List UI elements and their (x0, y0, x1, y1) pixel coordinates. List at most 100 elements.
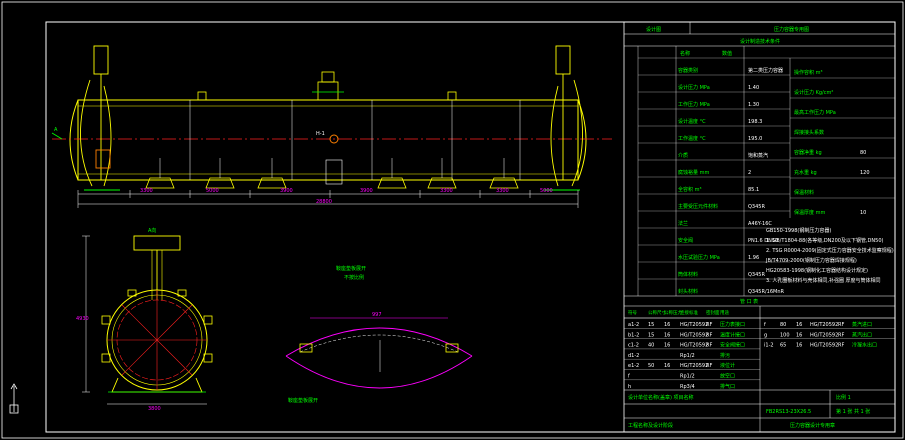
tb-nozzle-cell: 温度计接口 (720, 331, 745, 338)
tb-col-value: 数值 (722, 50, 732, 57)
tb-col-name: 名称 (680, 50, 690, 57)
tb-nozzle-cell: RF (706, 332, 712, 338)
section-view: A向 (76, 227, 213, 412)
tb-nozzle-cell: 16 (796, 332, 802, 338)
drawing-border (45, 21, 896, 433)
tb-left-value: 85.1 (748, 187, 759, 193)
tb-nozzle-cell: RF (838, 343, 844, 349)
tb-nozzle-cell: b1-2 (628, 332, 639, 338)
detail-caption: 鞍座垫板展开 (288, 397, 318, 404)
tb-nozzle-cell: Rp1/2 (680, 374, 695, 380)
tb-top-right: 压力容器专用图 (774, 26, 809, 33)
left-door-davit (80, 45, 120, 191)
tb-standard-line: HG20583-1998(钢制化工容器结构设计规定) (766, 267, 868, 274)
tb-left-label: 主要受压元件材料 (678, 203, 718, 210)
dim-seg-2: 5000 (206, 188, 219, 194)
tb-nozzle-cell: HG/T20592 (680, 363, 708, 369)
center-mark-label: H-1 (316, 131, 325, 137)
tb-nozzle-cell: 16 (796, 343, 802, 349)
tb-nozzle-cell: 15 (648, 332, 654, 338)
section-height-dim: 4930 (76, 316, 89, 322)
tb-nozzle-cell: c1-2 (628, 343, 639, 349)
tb-left-label: 腐蚀裕量 mm (678, 169, 709, 176)
tb-left-value: Q345R (748, 272, 765, 278)
tb-left-label: 水压试验压力 MPa (678, 254, 720, 261)
tb-nozzle-cell: 16 (796, 322, 802, 328)
tb-footer-left: 设计单位名称(盖章) 项目名称 (628, 394, 694, 401)
saddle-supports (145, 177, 519, 189)
tb-nozzle-cell: g (764, 332, 767, 338)
tb-nozzle-cell: 冷凝水出口 (852, 342, 877, 349)
tb-nozzle-cell: 50 (648, 363, 654, 369)
tb-nozzle-cell: HG/T20592 (810, 322, 838, 328)
dimension-lines (77, 190, 579, 208)
dim-overall: 28800 (316, 199, 332, 205)
tb-nozzle-cell: d1-2 (628, 353, 639, 359)
tb-nozzle-cell: h (628, 384, 631, 390)
tb-nozzle-cell: 15 (648, 322, 654, 328)
tb-right-label: 操作容积 m³ (794, 69, 822, 76)
right-door-davit (544, 45, 583, 191)
tb-standard-line: 1. GB/T1804-88(各等级,DN200及以下钢管,DN50) (766, 237, 884, 244)
tb-right-label: 保温材料 (794, 189, 814, 196)
tb-footer-drawing-no: FB2RS13-23X26.5 (766, 409, 811, 415)
tb-left-value: 1.40 (748, 85, 759, 91)
tb-right-label: 保温厚度 mm (794, 209, 825, 216)
tb-nozzle-cell: 安全阀接口 (720, 342, 745, 349)
tb-nozzle-cell: HG/T20592 (810, 332, 838, 338)
detail-width-dim: 997 (372, 312, 382, 318)
tb-nozzle-col: 密封面 (706, 309, 720, 316)
tb-footer-sheet: 第 1 张 共 1 张 (836, 408, 870, 415)
tb-left-label: 工作温度 °C (678, 135, 706, 142)
tb-nozzle-cell: f (764, 322, 766, 328)
tb-nozzle-cell: 16 (664, 343, 670, 349)
tb-header: 设计制造技术条件 (740, 38, 780, 45)
detail-subtitle: 不按比例 (344, 274, 364, 281)
section-width-dim: 3800 (148, 406, 161, 412)
tb-nozzle-cell: 放空口 (720, 373, 735, 380)
tb-nozzle-cell: 蒸汽出口 (852, 331, 872, 338)
tb-standard-line: JB/T4709-2000(钢制压力容器焊接规程) (765, 257, 857, 264)
tb-nozzle-col: 公称压力 (664, 309, 682, 316)
title-block: 设计图 压力容器专用图 设计制造技术条件 名称 数值 容器类别第二类压力容器设计… (623, 21, 896, 433)
tb-nozzle-cell: i1-2 (764, 343, 774, 349)
tb-right-label: 焊接接头系数 (794, 129, 824, 136)
detail-title: 鞍座垫板展开 (336, 265, 366, 272)
tb-footer-scale: 比例 1 (836, 394, 851, 401)
tb-left-value: 195.0 (748, 136, 762, 142)
tb-nozzle-cell: f (628, 374, 630, 380)
tb-nozzle-cell: RF (706, 343, 712, 349)
tb-left-value: A46Y-16C (748, 221, 772, 227)
tb-nozzle-cell: 16 (664, 363, 670, 369)
tb-nozzle-header: 管 口 表 (740, 298, 758, 305)
tb-nozzle-col: 连接标准 (680, 309, 698, 316)
vessel-shell (77, 99, 579, 181)
section-title: A向 (148, 227, 156, 234)
tb-left-value: Q345R/16MnR (748, 289, 784, 295)
tb-nozzle-cell: HG/T20592 (680, 343, 708, 349)
tb-nozzle-cell: 80 (780, 322, 786, 328)
tb-left-value: 1.96 (748, 255, 759, 261)
tb-right-label: 容器净重 kg (794, 149, 822, 156)
tb-left-label: 设计压力 MPa (678, 84, 710, 91)
tb-nozzle-cell: 排污 (720, 352, 730, 359)
left-head (69, 99, 79, 181)
tb-nozzle-cell: RF (706, 322, 712, 328)
tb-left-label: 全容积 m³ (678, 186, 701, 193)
tb-left-value: 1.30 (748, 102, 759, 108)
tb-left-label: 安全阀 (678, 237, 693, 244)
tb-nozzle-cell: RF (838, 332, 844, 338)
ucs-icon (9, 383, 19, 414)
saddle-pad-detail: 鞍座垫板展开 不按比例 997 鞍座垫板展开 (285, 265, 473, 404)
tb-nozzle-cell: RF (706, 363, 712, 369)
tb-nozzle-col: 符号 (628, 309, 637, 316)
manway-marker (329, 134, 339, 144)
tb-nozzle-cell: HG/T20592 (680, 322, 708, 328)
tb-nozzle-cell: 液位计 (720, 362, 735, 369)
tb-left-value: 第二类压力容器 (748, 67, 783, 74)
tb-right-label: 最高工作压力 MPa (794, 109, 836, 116)
tb-nozzle-cell: 65 (780, 343, 786, 349)
tb-right-value: 120 (860, 170, 870, 176)
tb-left-value: Q345R (748, 204, 765, 210)
